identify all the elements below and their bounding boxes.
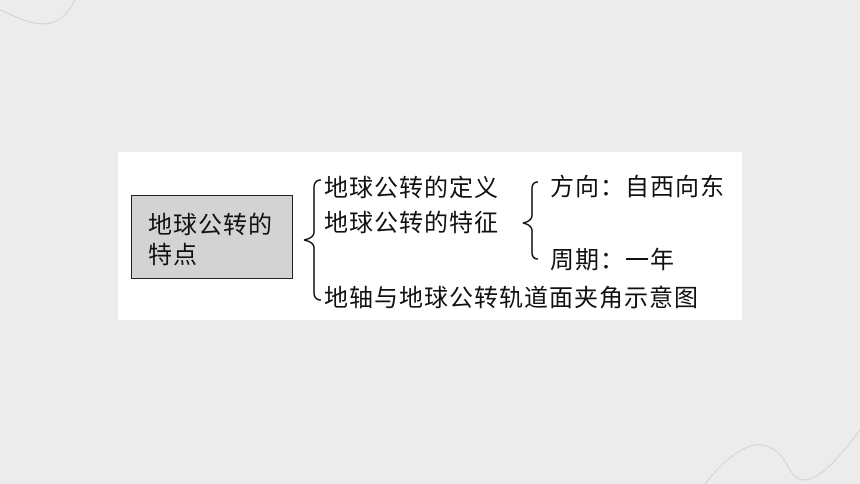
branch-axis-angle: 地轴与地球公转轨道面夹角示意图 [324, 284, 699, 312]
sub-brace [522, 181, 539, 260]
sub-branch-direction: 方向：自西向东 [550, 173, 725, 201]
branch-definition: 地球公转的定义 [324, 174, 499, 202]
root-node-line2: 特点 [148, 241, 198, 269]
root-node-line1: 地球公转的 [148, 211, 273, 239]
branch-characteristics: 地球公转的特征 [324, 209, 499, 237]
bottom-right-curve [704, 429, 860, 484]
braces [303, 179, 539, 301]
root-node: 地球公转的 特点 [131, 195, 293, 279]
top-left-curve [0, 0, 76, 25]
sub-branch-period: 周期：一年 [550, 246, 675, 274]
diagram-panel: 地球公转的 特点 地球公转的定义 地球公转的特征 地轴与地球公转轨道面夹角示意图… [118, 152, 742, 320]
main-brace [303, 179, 322, 301]
